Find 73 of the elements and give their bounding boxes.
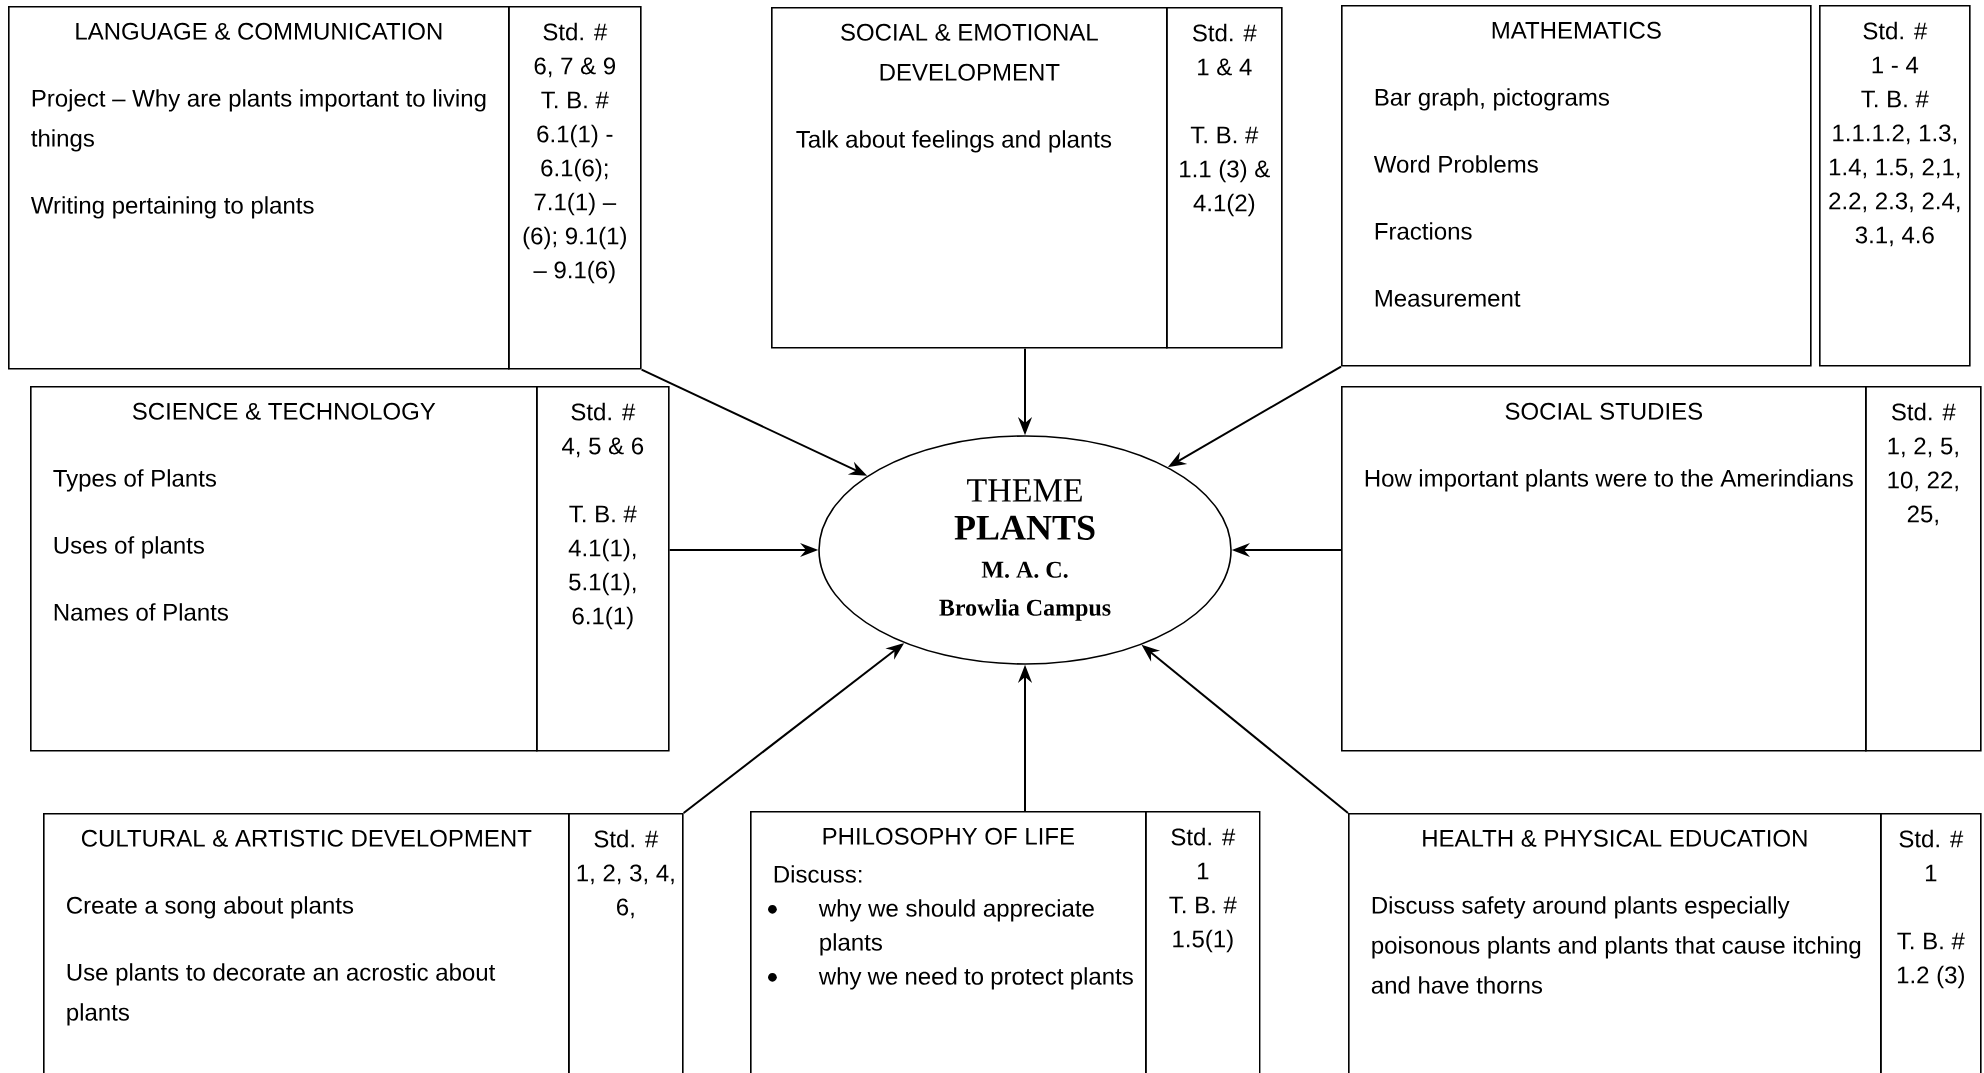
standards-text: 1 & 4 — [1198, 58, 1252, 76]
standards-text: Std. # — [543, 22, 608, 41]
subject-box — [30, 386, 538, 752]
standards-text: 1, 2, 5, 10, 22, 25, — [1888, 437, 1958, 526]
standards-text: Std. # — [1899, 829, 1964, 848]
subject-box — [1341, 386, 1867, 752]
subject-heading: LANGUAGE & COMMUNICATION — [76, 22, 442, 40]
standards-text: T. B. # — [1897, 932, 1965, 950]
theme-text: M. A. C. — [981, 561, 1068, 578]
standards-text: 4.1(1), 5.1(1), 6.1(1) — [568, 538, 636, 630]
standards-box — [1880, 813, 1982, 1073]
standards-text: 1.1 (3) & 4.1(2) — [1180, 159, 1270, 217]
activity-text: Discuss: — [774, 865, 862, 883]
activity-text: Create a song about plants — [67, 896, 354, 919]
standards-text: 1 - 4 — [1872, 56, 1919, 74]
standards-text: 6.1(1) - 6.1(6); 7.1(1) – (6); 9.1(1) – 9.1(6) — [523, 124, 626, 284]
subject-heading: HEALTH & PHYSICAL EDUCATION — [1423, 829, 1807, 847]
subject-box — [8, 6, 510, 370]
theme-ellipse — [818, 435, 1232, 665]
subject-box — [43, 813, 570, 1073]
standards-text: Std. # — [594, 829, 659, 848]
standards-text: Std. # — [1192, 23, 1257, 42]
standards-text: T. B. # — [1169, 896, 1237, 914]
activity-text: why we need to protect plants — [818, 967, 1133, 990]
activity-text: Writing pertaining to plants — [30, 196, 314, 219]
activity-text: Names of Plants — [54, 603, 228, 621]
activity-text: Discuss safety around plants especially poisonous plants and plants that cause itching and have thorns — [1371, 896, 1861, 994]
activity-text: Uses of plants — [54, 536, 204, 559]
subject-box — [1341, 5, 1812, 367]
subject-heading: SCIENCE & TECHNOLOGY — [132, 402, 436, 420]
standards-text: Std. # — [1891, 402, 1956, 421]
standards-text: Std. # — [571, 402, 636, 421]
activity-text: Use plants to decorate an acrostic about plants — [67, 963, 496, 1026]
activity-text: Fractions — [1375, 222, 1472, 240]
standards-text: 1 — [1925, 864, 1937, 882]
standards-text: 1.2 (3) — [1897, 965, 1964, 989]
standards-text: 6, 7 & 9 — [534, 57, 615, 78]
standards-text: 1.5(1) — [1173, 929, 1233, 953]
standards-text: Std. # — [1863, 21, 1928, 40]
standards-text: T. B. # — [1861, 90, 1929, 108]
standards-box — [1865, 386, 1982, 752]
standards-text: 1, 2, 3, 4, 6, — [577, 864, 674, 919]
theme-text: Browlia Campus — [939, 598, 1111, 621]
standards-text: T. B. # — [1190, 126, 1259, 144]
standards-text: 1 — [1197, 862, 1209, 880]
activity-text: Talk about feelings and plants — [796, 130, 1112, 153]
subject-box — [1348, 813, 1882, 1073]
subject-heading: MATHEMATICS — [1492, 21, 1661, 39]
theme-text: THEME — [967, 479, 1082, 502]
activity-text: How important plants were to the Amerindians — [1365, 469, 1853, 492]
subject-heading: SOCIAL STUDIES — [1505, 402, 1703, 420]
activity-text: Measurement — [1375, 290, 1521, 307]
activity-text: Bar graph, pictograms — [1375, 88, 1609, 111]
subject-heading: CULTURAL & ARTISTIC DEVELOPMENT — [81, 829, 532, 847]
standards-box — [568, 813, 684, 1073]
standards-text: T. B. # — [569, 505, 637, 523]
activity-text: Project – Why are plants important to living things — [31, 89, 486, 152]
subject-heading: PHILOSOPHY OF LIFE — [823, 827, 1074, 845]
subject-box — [750, 811, 1147, 1073]
theme-text: PLANTS — [954, 515, 1095, 540]
standards-text: Std. # — [1171, 827, 1236, 846]
activity-text: Types of Plants — [53, 469, 216, 492]
standards-box — [536, 386, 670, 752]
standards-box — [1819, 5, 1971, 367]
standards-box — [1145, 811, 1261, 1073]
standards-text: T. B. # — [541, 91, 609, 109]
standards-box — [508, 6, 642, 370]
subject-heading: SOCIAL & EMOTIONAL DEVELOPMENT — [841, 23, 1098, 81]
standards-box — [1166, 7, 1283, 349]
standards-text: 4, 5 & 6 — [562, 437, 644, 458]
activity-text: Word Problems — [1373, 155, 1538, 173]
standards-text: 1.1.1.2, 1.3, 1.4, 1.5, 2,1, 2.2, 2.3, 2.4, 3.1, 4.6 — [1829, 124, 1960, 247]
subject-box — [771, 7, 1168, 349]
